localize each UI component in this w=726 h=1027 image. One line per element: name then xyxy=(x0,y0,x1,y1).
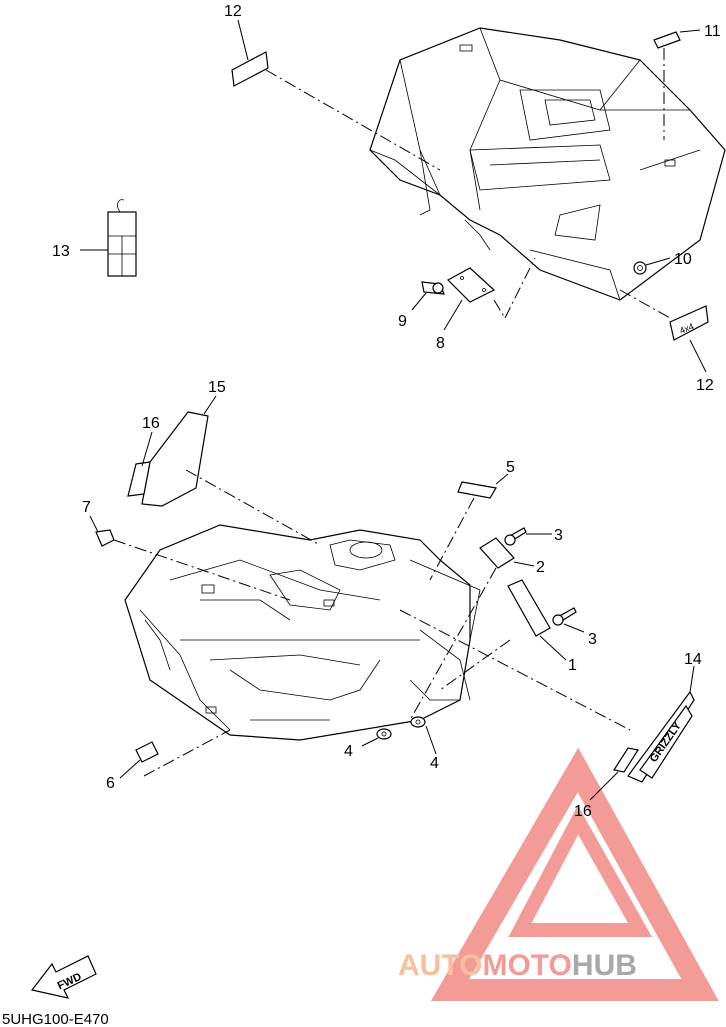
callout-6: 6 xyxy=(106,775,115,792)
decal-16-left xyxy=(127,461,151,497)
callout-5: 5 xyxy=(506,459,515,476)
side-decal-14: GRIZZLY xyxy=(627,690,695,783)
watermark-moto: MOTO xyxy=(482,949,571,982)
callout-3-lower: 3 xyxy=(588,631,597,648)
front-fender xyxy=(124,524,481,741)
callout-16-left: 16 xyxy=(142,415,160,432)
grommet-10 xyxy=(633,261,647,275)
screw-3-lower xyxy=(552,607,577,626)
callout-15: 15 xyxy=(208,379,226,396)
decal-5 xyxy=(457,481,497,499)
fwd-arrow-icon: FWD xyxy=(30,955,97,999)
callout-10: 10 xyxy=(674,251,692,268)
callout-16-right: 16 xyxy=(574,803,592,820)
bracket-1 xyxy=(507,579,551,637)
callout-11: 11 xyxy=(704,23,721,40)
svg-text:AUTOMOTOHUB: AUTOMOTOHUB xyxy=(398,949,637,982)
decal-16-right xyxy=(613,747,639,773)
diagram-code: 5UHG100-E470 xyxy=(2,1011,109,1027)
decal-11 xyxy=(653,31,681,49)
callout-13: 13 xyxy=(52,243,70,260)
warning-tag-13 xyxy=(107,199,137,277)
watermark-auto: AUTO xyxy=(398,949,482,982)
callout-8: 8 xyxy=(436,335,445,352)
callout-7: 7 xyxy=(82,499,91,516)
callout-12-top: 12 xyxy=(224,3,242,20)
callout-2: 2 xyxy=(536,559,545,576)
rear-decal-12-bottom: 4x4 xyxy=(669,305,709,341)
rear-decal-12-top xyxy=(231,51,269,87)
grommet-4-right xyxy=(410,716,426,728)
callout-14: 14 xyxy=(684,651,702,668)
rear-fender xyxy=(369,27,726,301)
plate-2 xyxy=(479,537,515,569)
watermark-hub: HUB xyxy=(572,949,637,982)
callout-9: 9 xyxy=(398,313,407,330)
watermark-logo: AUTOMOTOHUB xyxy=(398,747,719,1001)
grommet-4-left xyxy=(376,728,392,740)
bolt-9 xyxy=(421,281,445,295)
screw-3-top xyxy=(504,527,527,546)
decal-6 xyxy=(135,741,159,763)
callout-1: 1 xyxy=(568,657,577,674)
callout-4-left: 4 xyxy=(344,743,353,760)
emblem-7 xyxy=(95,529,115,547)
callout-3-top: 3 xyxy=(554,527,563,544)
callout-4-right: 4 xyxy=(430,755,439,772)
license-plate-bracket-8 xyxy=(447,267,496,303)
callout-12-bottom: 12 xyxy=(696,377,714,394)
